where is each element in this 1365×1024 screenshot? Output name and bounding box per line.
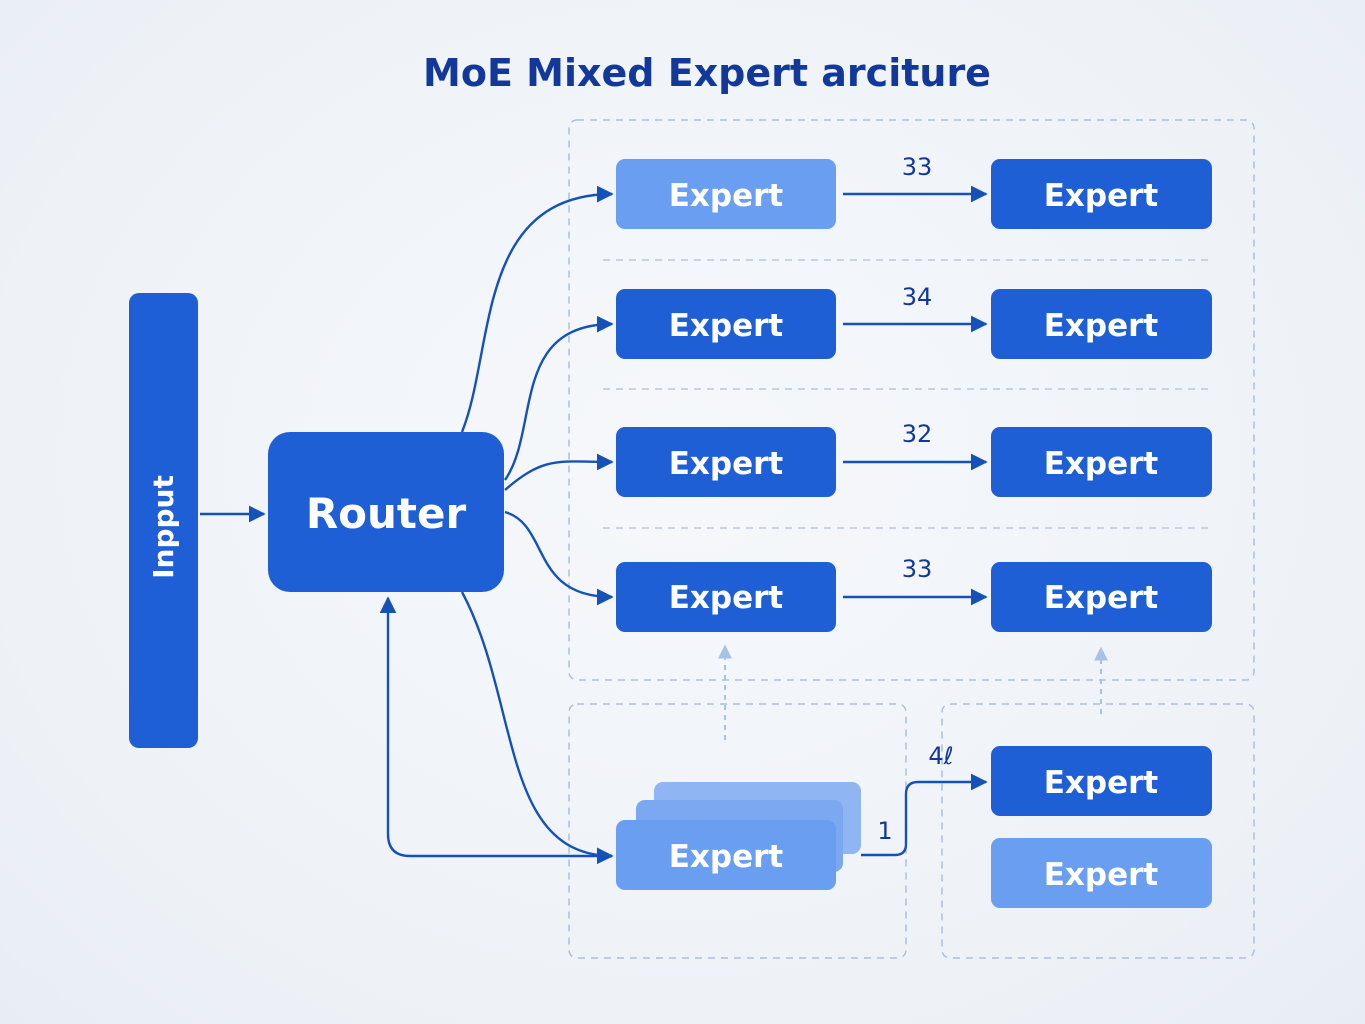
branch-weight: 4ℓ	[928, 742, 953, 770]
stack-to-expert-arrow	[861, 773, 988, 857]
router-label: Router	[306, 489, 467, 538]
expert-box-row3-right	[991, 427, 1212, 497]
stack-weight: 1	[877, 817, 892, 845]
bottom-right-container	[941, 703, 1255, 959]
input-label: Inpput	[147, 475, 180, 579]
expert-label: Expert	[1044, 178, 1159, 214]
diagram-title: MoE Mixed Expert arciture	[423, 51, 991, 95]
expert-box-row2-right	[991, 289, 1212, 359]
row3-weight: 32	[902, 420, 933, 448]
expert-box-row3-left	[616, 427, 836, 497]
expert-label: Expert	[1044, 446, 1159, 482]
expert-box-row1-left	[616, 159, 836, 229]
bottom-left-container	[568, 703, 907, 959]
router-to-expert-2-arrow	[504, 315, 614, 481]
router-to-expert-1-arrow	[460, 185, 614, 433]
expert-box-row4-right	[991, 562, 1212, 632]
stack-to-router-feedback-arrow	[379, 596, 612, 858]
expert-box-row2-left	[616, 289, 836, 359]
expert-box-row4-left	[616, 562, 836, 632]
router-block	[268, 432, 504, 592]
stacked-expert-front	[616, 820, 836, 890]
expert-label: Expert	[669, 580, 784, 616]
router-to-expert-3-arrow	[504, 453, 614, 491]
expert-label: Expert	[669, 839, 784, 875]
input-block	[129, 293, 198, 748]
expert-box-row1-right	[991, 159, 1212, 229]
expert-label: Expert	[1044, 580, 1159, 616]
row4-weight: 33	[902, 555, 933, 583]
expert-label: Expert	[669, 178, 784, 214]
expert-label: Expert	[669, 446, 784, 482]
expert-pool-container	[568, 119, 1255, 681]
expert-label: Expert	[1044, 857, 1159, 893]
expert-label: Expert	[669, 308, 784, 344]
expert-box-bottom-right-bottom	[991, 838, 1212, 908]
expert-label: Expert	[1044, 765, 1159, 801]
router-to-stack-arrow	[460, 591, 614, 865]
expert-label: Expert	[1044, 308, 1159, 344]
expert-box-bottom-right-top	[991, 746, 1212, 816]
router-to-expert-4-arrow	[504, 510, 614, 606]
row2-weight: 34	[902, 283, 933, 311]
row1-weight: 33	[902, 153, 933, 181]
